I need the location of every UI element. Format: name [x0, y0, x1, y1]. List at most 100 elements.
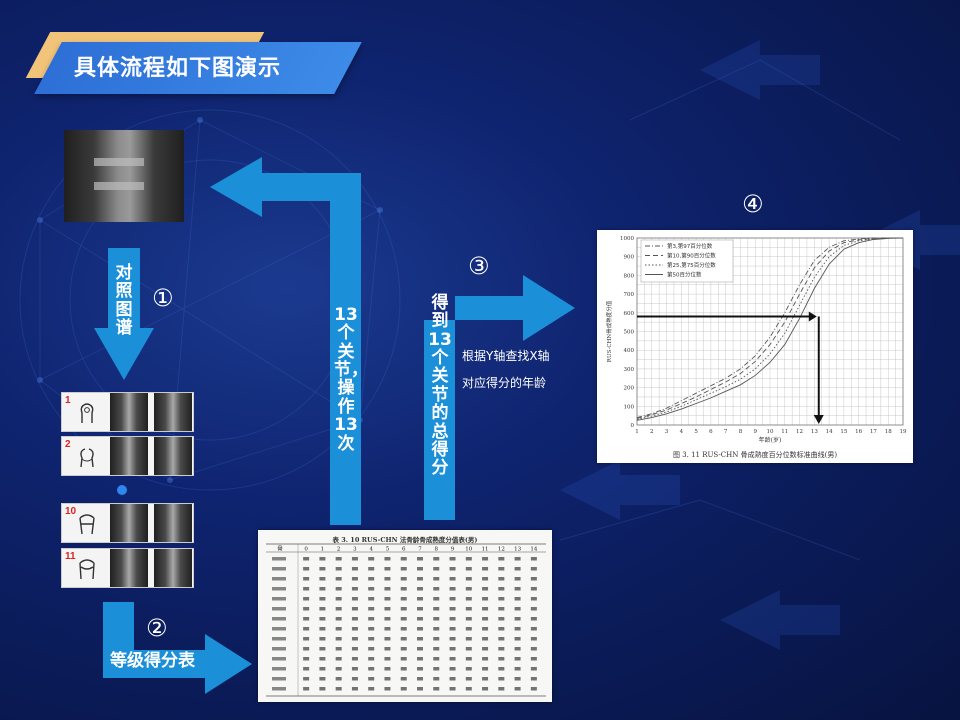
table-cell [319, 607, 326, 611]
table-cell [530, 627, 537, 631]
table-cell [400, 647, 407, 651]
table-cell [498, 677, 505, 681]
table-cell [335, 637, 342, 641]
table-cell [319, 627, 326, 631]
table-cell [514, 627, 521, 631]
table-cell [384, 577, 391, 581]
y-tick-label: 900 [624, 255, 635, 261]
arrow-step3 [424, 275, 575, 520]
table-cell [465, 587, 472, 591]
loop-label: 13个关节，操作13次 [334, 305, 368, 454]
table-cell [351, 667, 358, 671]
table-row-label [272, 677, 286, 681]
table-cell [449, 687, 456, 691]
table-cell [498, 647, 505, 651]
table-cell [514, 617, 521, 621]
table-cell [465, 607, 472, 611]
x-tick-label: 6 [709, 429, 713, 435]
table-cell [303, 607, 310, 611]
table-cell [400, 567, 407, 571]
legend-entry: 第10,第90百分位数 [667, 252, 716, 260]
table-cell [400, 557, 407, 561]
table-cell [319, 597, 326, 601]
table-cell [417, 637, 423, 641]
table-cell [319, 667, 326, 671]
x-tick-label: 5 [694, 429, 698, 435]
table-cell [482, 597, 489, 601]
table-cell [319, 677, 326, 681]
table-cell [351, 597, 358, 601]
table-cell [449, 657, 456, 661]
table-cell [384, 647, 391, 651]
table-cell [303, 567, 310, 571]
table-cell [368, 637, 375, 641]
table-cell [335, 617, 342, 621]
table-cell [465, 647, 472, 651]
table-cell [482, 557, 489, 561]
table-cell [530, 597, 537, 601]
table-cell [514, 667, 521, 671]
table-cell [319, 637, 326, 641]
table-header-cell: 4 [369, 547, 373, 553]
table-caption: 表 3. 10 RUS-CHN 法骨龄骨成熟度分值表(男) [332, 536, 478, 544]
table-cell [530, 677, 537, 681]
y-tick-label: 800 [624, 273, 635, 279]
table-cell [319, 557, 326, 561]
table-cell [433, 627, 440, 631]
table-cell [351, 557, 358, 561]
table-cell [384, 567, 391, 571]
table-cell [433, 577, 440, 581]
table-cell [482, 677, 489, 681]
atlas-card-number: 1 [65, 395, 71, 406]
table-cell [303, 587, 310, 591]
table-cell [482, 607, 489, 611]
table-cell [498, 597, 505, 601]
table-cell [351, 647, 358, 651]
x-tick-label: 12 [796, 429, 803, 435]
x-axis-label: 年龄(岁) [759, 436, 782, 444]
table-row-label [272, 687, 286, 691]
table-cell [400, 627, 407, 631]
atlas-card-2: 2 [61, 436, 194, 476]
y-tick-label: 200 [624, 386, 635, 392]
table-cell [303, 647, 310, 651]
table-cell [482, 657, 489, 661]
y-tick-label: 700 [624, 292, 635, 298]
table-cell [498, 577, 505, 581]
plot-frame [636, 237, 904, 426]
table-cell [433, 587, 440, 591]
table-cell [368, 657, 375, 661]
table-cell [465, 627, 472, 631]
table-cell [368, 567, 375, 571]
table-cell [433, 617, 440, 621]
table-cell [303, 637, 310, 641]
table-cell [335, 597, 342, 601]
table-cell [449, 567, 456, 571]
x-tick-label: 1 [635, 429, 639, 435]
table-cell [400, 657, 407, 661]
table-cell [530, 557, 537, 561]
bone-sketch-icon [80, 448, 94, 468]
table-cell [335, 677, 342, 681]
table-cell [433, 567, 440, 571]
x-tick-label: 10 [767, 429, 774, 435]
table-cell [417, 577, 423, 581]
table-cell [335, 687, 342, 691]
atlas-card-1: 1 [61, 392, 194, 432]
table-cell [449, 617, 456, 621]
series-line [636, 237, 904, 421]
table-cell [433, 677, 440, 681]
table-header-cell: 5 [386, 547, 390, 553]
table-cell [368, 597, 375, 601]
x-tick-label: 11 [781, 429, 788, 435]
table-cell [514, 607, 521, 611]
table-cell [400, 637, 407, 641]
table-cell [303, 657, 310, 661]
table-cell [303, 627, 310, 631]
table-cell [417, 607, 423, 611]
table-cell [498, 587, 505, 591]
page-title: 具体流程如下图演示 [74, 56, 282, 81]
table-cell [482, 667, 489, 671]
table-cell [384, 597, 391, 601]
